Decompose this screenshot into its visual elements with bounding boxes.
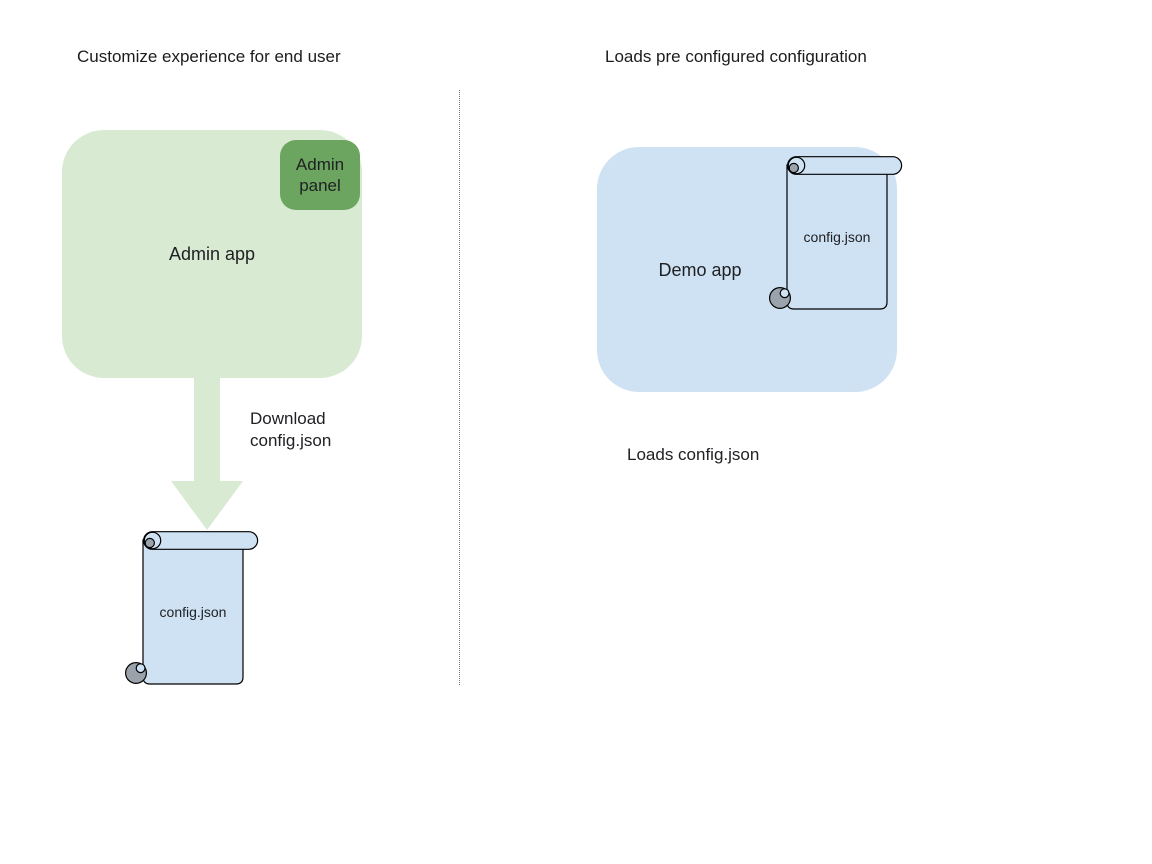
config-json-label-left: config.json <box>159 603 227 620</box>
scroll-roll <box>787 156 903 175</box>
config-json-scroll-left: config.json <box>125 531 259 687</box>
download-caption-line2: config.json <box>250 431 332 450</box>
config-json-label-right: config.json <box>803 228 871 245</box>
scroll-shape-icon <box>125 531 259 685</box>
right-section-heading: Loads pre configured configuration <box>605 47 867 66</box>
download-caption: Download config.json <box>250 408 331 452</box>
admin-panel-box: Admin panel <box>280 140 360 210</box>
admin-panel-label: Admin panel <box>295 155 345 195</box>
demo-app-label-zone: Demo app <box>617 257 783 283</box>
scroll-spiral-inner <box>788 162 799 174</box>
left-section-heading: Customize experience for end user <box>77 47 341 66</box>
scroll-label-zone: config.json <box>143 540 243 684</box>
scroll-bottom-curl-notch <box>779 288 790 299</box>
download-caption-line1: Download <box>250 409 326 428</box>
scroll-shape-icon <box>769 156 903 310</box>
admin-app-label: Admin app <box>168 244 256 264</box>
scroll-spiral-inner <box>144 537 155 549</box>
arrow-shape <box>171 377 243 530</box>
section-divider <box>459 90 460 685</box>
scroll-bottom-curl-notch <box>135 663 146 674</box>
loads-caption: Loads config.json <box>627 445 760 464</box>
scroll-label-zone: config.json <box>787 165 887 309</box>
scroll-roll <box>143 531 259 550</box>
config-json-scroll-right: config.json <box>769 156 903 312</box>
download-arrow-icon <box>171 377 243 530</box>
demo-app-label: Demo app <box>658 260 742 280</box>
